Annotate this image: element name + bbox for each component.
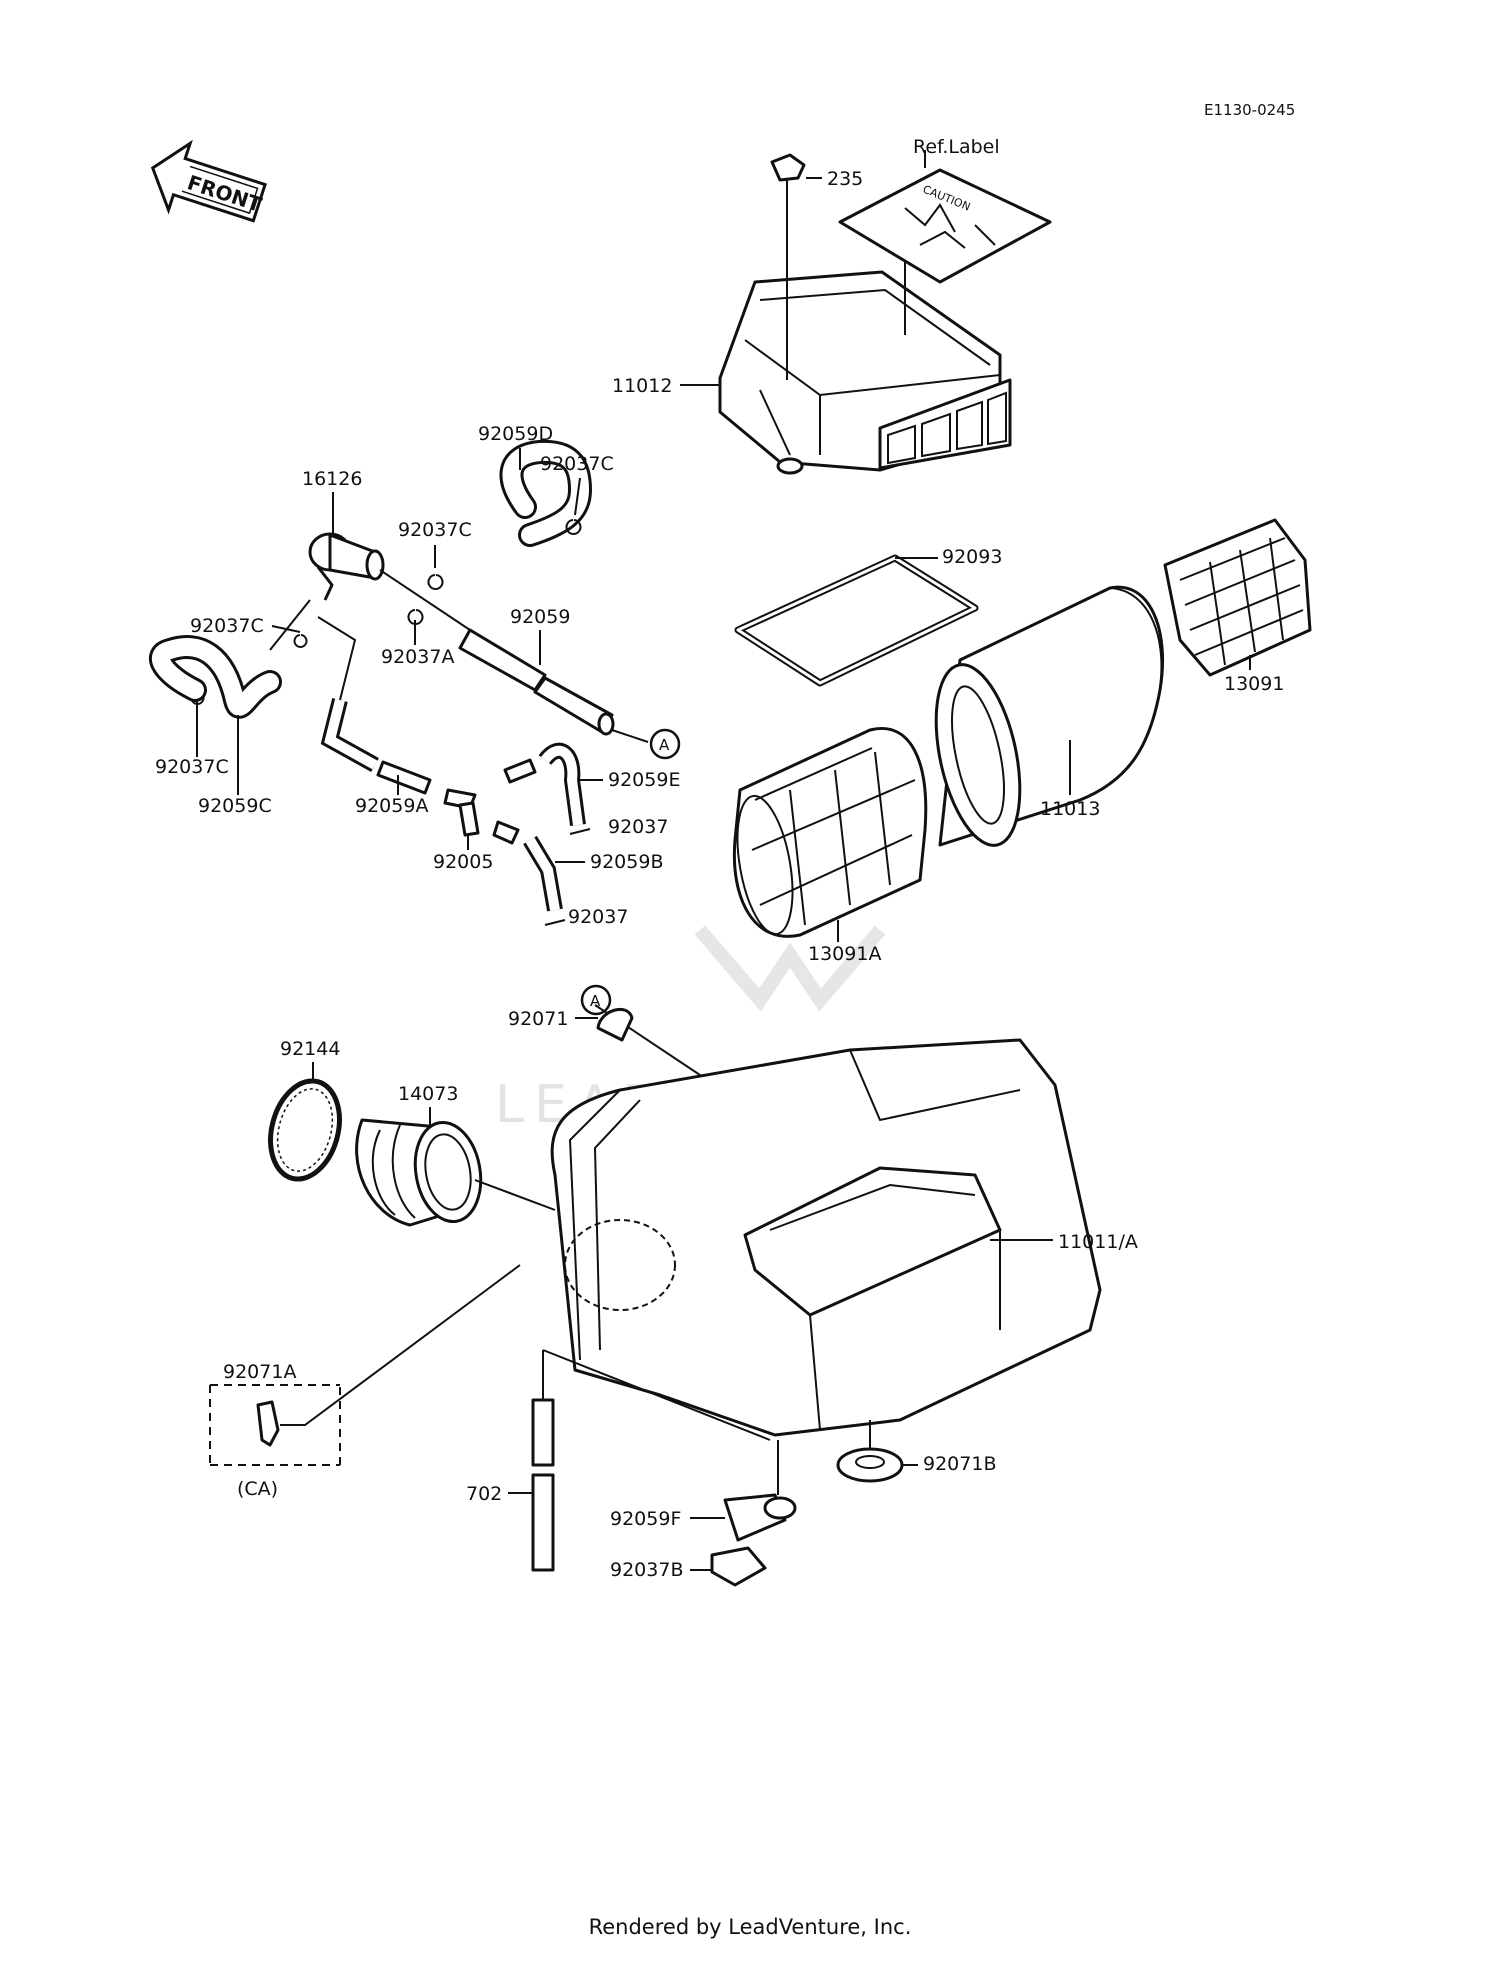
part-label-92037b: 92037B xyxy=(610,1559,683,1581)
part-label-235: 235 xyxy=(827,168,863,190)
ref-label: Ref.Label xyxy=(913,136,1000,158)
reference-label: CAUTION xyxy=(838,150,1052,335)
part-label-92059f: 92059F xyxy=(610,1508,681,1530)
part-label-92059a: 92059A xyxy=(355,795,428,817)
group-note: (CA) xyxy=(237,1478,278,1500)
part-label-92037-2: 92037 xyxy=(568,906,628,928)
part-label-92037c-4: 92037C xyxy=(155,756,229,778)
part-label-11013: 11013 xyxy=(1040,798,1100,820)
part-label-92071a: 92071A xyxy=(223,1361,296,1383)
part-label-92059b: 92059B xyxy=(590,851,663,873)
diagram-code: E1130-0245 xyxy=(1204,101,1295,119)
part-label-92071: 92071 xyxy=(508,1008,568,1030)
gasket-92093 xyxy=(734,554,979,687)
drain-fitting xyxy=(710,1440,797,1587)
part-label-92144: 92144 xyxy=(280,1038,340,1060)
filter-frame-13091 xyxy=(1163,518,1312,677)
grommet-92071 xyxy=(596,1007,634,1042)
intake-duct-14073 xyxy=(355,1118,556,1227)
drain-tube-702 xyxy=(531,1349,771,1572)
air-cleaner-cover xyxy=(718,270,1012,475)
front-arrow-icon: FRONT xyxy=(150,139,267,223)
part-label-11012: 11012 xyxy=(612,375,672,397)
part-label-92037a: 92037A xyxy=(381,646,454,668)
part-label-92071b: 92071B xyxy=(923,1453,996,1475)
part-label-16126: 16126 xyxy=(302,468,362,490)
part-label-13091: 13091 xyxy=(1224,673,1284,695)
callout-a-upper: A xyxy=(611,728,681,760)
part-label-92037c-2: 92037C xyxy=(398,519,472,541)
cover-duct-openings xyxy=(878,378,1012,470)
callout-a-lower-text: A xyxy=(590,992,601,1010)
part-label-92059e: 92059E xyxy=(608,769,680,791)
part-label-92037c-3: 92037C xyxy=(190,615,264,637)
part-label-92093: 92093 xyxy=(942,546,1002,568)
part-label-11011a: 11011/A xyxy=(1058,1231,1138,1253)
footer-credit: Rendered by LeadVenture, Inc. xyxy=(588,1915,912,1939)
part-label-92037c-1: 92037C xyxy=(540,453,614,475)
part-label-92037-1: 92037 xyxy=(608,816,668,838)
part-label-13091a: 13091A xyxy=(808,943,881,965)
part-label-92059d: 92059D xyxy=(478,423,553,445)
part-label-14073: 14073 xyxy=(398,1083,458,1105)
callout-a-upper-text: A xyxy=(659,736,670,754)
filter-frame-13091a xyxy=(732,727,928,938)
part-label-92059: 92059 xyxy=(510,606,570,628)
part-label-92059c: 92059C xyxy=(198,795,272,817)
part-label-92005: 92005 xyxy=(433,851,493,873)
part-label-702: 702 xyxy=(466,1483,502,1505)
air-filter-element xyxy=(934,585,1165,847)
california-variant-box: (CA) xyxy=(209,1264,521,1500)
vacuum-valve-16126 xyxy=(308,532,385,601)
callout-a-lower: A xyxy=(580,984,612,1016)
ring-92144 xyxy=(268,1078,342,1182)
air-cleaner-housing xyxy=(550,1004,1102,1437)
bolt-235 xyxy=(770,153,822,380)
breather-hose-assembly xyxy=(149,439,615,926)
grommet-92071b xyxy=(836,1420,904,1483)
